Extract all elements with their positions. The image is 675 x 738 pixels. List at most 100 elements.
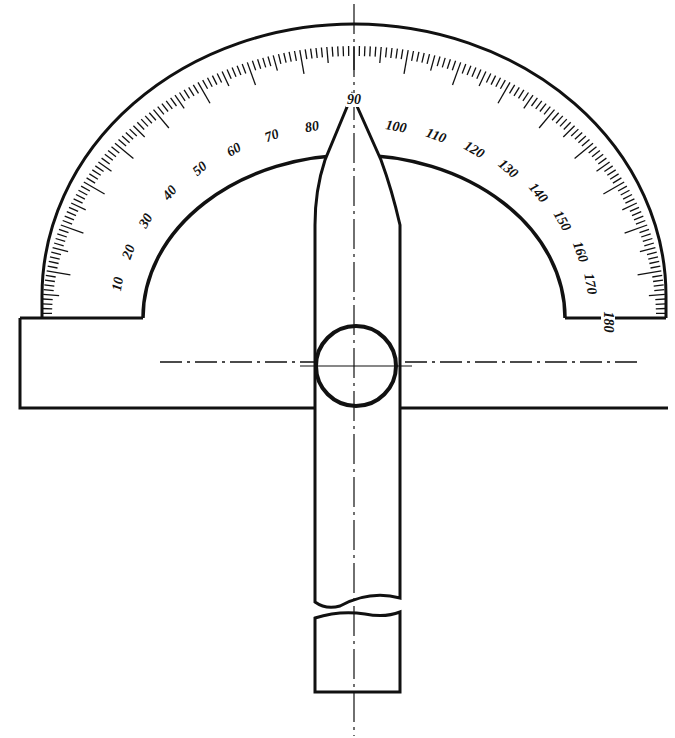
- blade-upper: [315, 95, 400, 607]
- scale-number: 170: [582, 272, 600, 297]
- tick-mark: [564, 122, 571, 129]
- tick-mark: [447, 59, 450, 69]
- tick-mark: [575, 133, 582, 140]
- tick-mark: [500, 80, 505, 89]
- tick-mark: [149, 113, 156, 121]
- tick-mark: [115, 143, 133, 158]
- tick-mark: [42, 303, 52, 305]
- tick-mark: [67, 212, 76, 216]
- tick-mark: [316, 48, 317, 58]
- tick-mark: [208, 78, 213, 87]
- tick-mark: [364, 46, 366, 56]
- tick-mark: [644, 243, 654, 246]
- tick-mark: [46, 275, 56, 277]
- tick-mark: [76, 195, 85, 200]
- tick-mark: [539, 110, 554, 128]
- tick-mark: [74, 199, 83, 203]
- tick-mark: [598, 158, 606, 164]
- tick-mark: [656, 303, 666, 305]
- tick-mark: [189, 87, 194, 96]
- tick-mark: [59, 229, 69, 232]
- tick-mark: [618, 186, 627, 191]
- tick-mark: [126, 133, 133, 140]
- tick-mark: [54, 243, 64, 246]
- tick-mark: [48, 266, 58, 268]
- scale-number: 150: [550, 208, 574, 235]
- tick-mark: [222, 72, 229, 87]
- tick-mark: [53, 248, 69, 252]
- tick-mark: [108, 151, 116, 157]
- tick-mark: [422, 53, 424, 63]
- tick-mark: [563, 126, 574, 137]
- tick-mark: [498, 82, 510, 103]
- tick-mark: [417, 52, 419, 62]
- tick-mark: [311, 49, 312, 59]
- tick-mark: [166, 101, 172, 109]
- tick-mark: [327, 47, 328, 63]
- tick-mark: [634, 216, 643, 220]
- tick-mark: [112, 147, 120, 153]
- tick-mark: [412, 51, 414, 61]
- tick-mark: [442, 58, 445, 68]
- tick-mark: [556, 116, 563, 123]
- tick-mark: [575, 143, 593, 158]
- tick-mark: [56, 239, 66, 242]
- tick-mark: [332, 47, 334, 57]
- tick-mark: [102, 158, 110, 164]
- tick-mark: [130, 129, 137, 136]
- tick-mark: [374, 47, 376, 57]
- tick-mark: [632, 212, 641, 216]
- tick-mark: [43, 294, 59, 295]
- tick-mark: [45, 280, 55, 281]
- tick-mark: [647, 252, 657, 254]
- tick-mark: [57, 234, 67, 237]
- tick-mark: [391, 48, 392, 58]
- scale-number: 70: [262, 126, 282, 145]
- tick-mark: [232, 68, 236, 77]
- tick-mark: [603, 182, 624, 194]
- tick-mark: [87, 178, 96, 183]
- tick-mark: [654, 290, 664, 291]
- tick-mark: [643, 239, 653, 242]
- tick-mark: [158, 107, 164, 115]
- tick-mark: [300, 50, 304, 74]
- tick-mark: [654, 285, 664, 286]
- tick-mark: [184, 90, 189, 98]
- tick-mark: [630, 207, 639, 211]
- tick-mark: [589, 147, 597, 153]
- tick-mark: [268, 57, 271, 67]
- tick-mark: [621, 190, 630, 195]
- tick-mark: [486, 74, 490, 83]
- tick-mark: [571, 129, 578, 136]
- scale-number: 100: [383, 118, 408, 136]
- tick-mark: [491, 76, 496, 85]
- tick-mark: [536, 101, 542, 109]
- tick-mark: [342, 46, 344, 56]
- tick-mark: [582, 140, 590, 147]
- tick-mark: [625, 199, 634, 203]
- scale-number: 30: [136, 211, 156, 232]
- tick-mark: [610, 174, 619, 179]
- tick-mark: [198, 82, 210, 103]
- tick-mark: [305, 49, 307, 59]
- tick-mark: [649, 294, 665, 295]
- vertical-centerline: [353, 4, 354, 736]
- tick-mark: [604, 166, 612, 172]
- tick-mark: [359, 46, 360, 56]
- tick-mark: [524, 95, 533, 108]
- tick-mark: [119, 140, 127, 147]
- tick-mark: [477, 70, 481, 79]
- tick-mark: [321, 48, 322, 58]
- tick-mark: [479, 72, 486, 87]
- tick-mark: [636, 221, 645, 225]
- tick-mark: [122, 136, 130, 143]
- tick-mark: [180, 93, 186, 101]
- tick-mark: [203, 80, 208, 89]
- tick-mark: [510, 85, 515, 94]
- tick-mark: [105, 154, 113, 160]
- tick-mark: [401, 49, 403, 59]
- tick-mark: [467, 66, 471, 75]
- scale-number: 180: [601, 311, 615, 334]
- blade-lower: [315, 612, 400, 692]
